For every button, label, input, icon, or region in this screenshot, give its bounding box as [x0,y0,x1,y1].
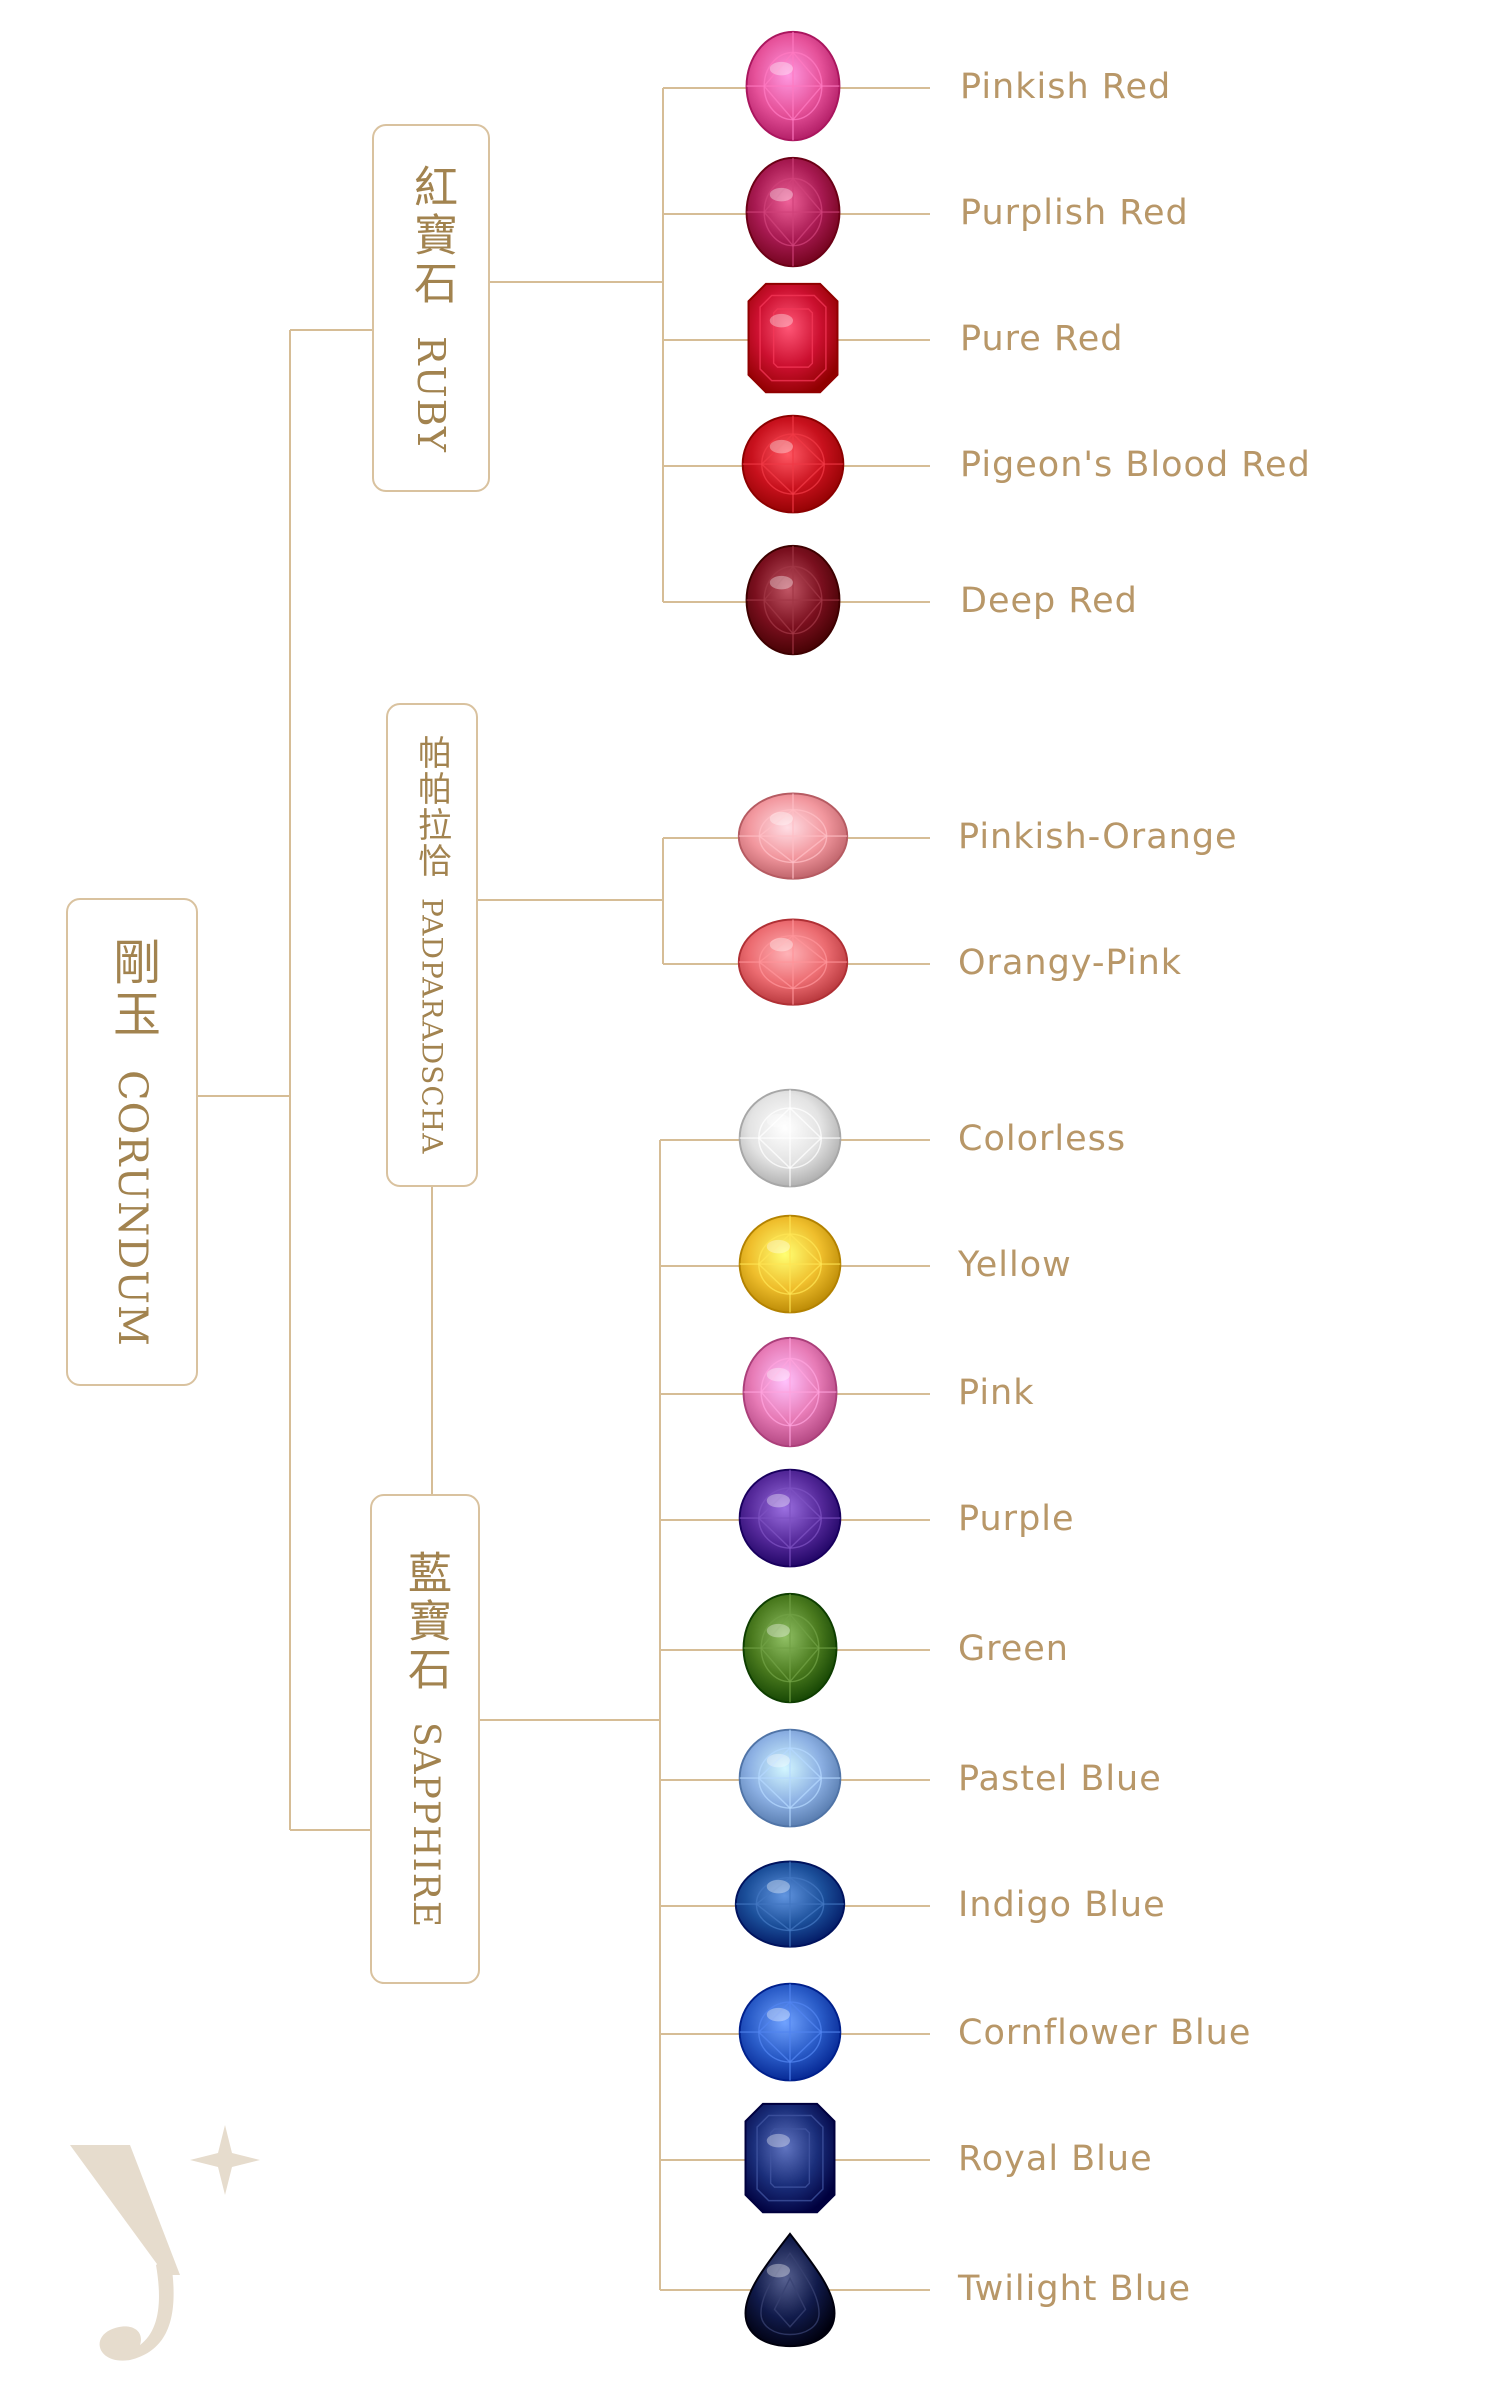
gem-label: Pigeon's Blood Red [960,445,1311,485]
padparadscha-english-label: PADPARADSCHA [415,898,449,1155]
gem-royal-blue-icon [730,2100,850,2220]
gem-label: Colorless [958,1119,1127,1159]
brand-monogram-icon [70,2125,260,2361]
sapphire-english-label: SAPPHIRE [405,1721,446,1929]
padparadscha-chinese-label: 帕帕拉恰 [411,735,452,880]
ruby-chinese-label: 紅寶石 [406,163,457,308]
gem-cornflower-blue-icon [730,1974,850,2094]
branch-node-padparadscha: 帕帕拉恰 PADPARADSCHA [386,703,478,1187]
gem-label: Pinkish-Orange [958,817,1238,857]
sapphire-chinese-label: 藍寶石 [400,1549,451,1694]
gem-label: Royal Blue [958,2139,1153,2179]
gem-label: Cornflower Blue [958,2013,1252,2053]
gem-pinkish-red-icon [733,28,853,148]
gem-purple-icon [730,1460,850,1580]
gem-label: Orangy-Pink [958,943,1183,983]
gem-pink-icon [730,1334,850,1454]
gem-purplish-red-icon [733,154,853,274]
branch-node-sapphire: 藍寶石 SAPPHIRE [370,1494,480,1984]
gem-yellow-icon [730,1206,850,1326]
gem-label: Green [958,1629,1069,1669]
root-english-label: CORUNDUM [109,1070,155,1348]
gem-label: Pure Red [960,319,1124,359]
gem-orangy-pink-icon [733,904,853,1024]
gem-pigeon-s-blood-red-icon [733,406,853,526]
gem-label: Purple [958,1499,1075,1539]
gem-label: Pinkish Red [960,67,1172,107]
gem-label: Deep Red [960,581,1138,621]
gem-label: Pastel Blue [958,1759,1162,1799]
gem-label: Purplish Red [960,193,1189,233]
gem-twilight-blue-icon [730,2230,850,2350]
gem-green-icon [730,1590,850,1710]
branch-node-ruby: 紅寶石 RUBY [372,124,490,492]
gem-indigo-blue-icon [730,1846,850,1966]
ruby-english-label: RUBY [409,335,453,453]
gem-label: Yellow [958,1245,1072,1285]
gem-label: Pink [958,1373,1035,1413]
gem-pinkish-orange-icon [733,778,853,898]
gem-label: Twilight Blue [958,2269,1192,2309]
gem-colorless-icon [730,1080,850,1200]
root-chinese-label: 剛玉 [104,936,160,1041]
gem-label: Indigo Blue [958,1885,1166,1925]
root-node-corundum: 剛玉 CORUNDUM [66,898,198,1386]
gem-pure-red-icon [733,280,853,400]
gem-pastel-blue-icon [730,1720,850,1840]
gem-deep-red-icon [733,542,853,662]
